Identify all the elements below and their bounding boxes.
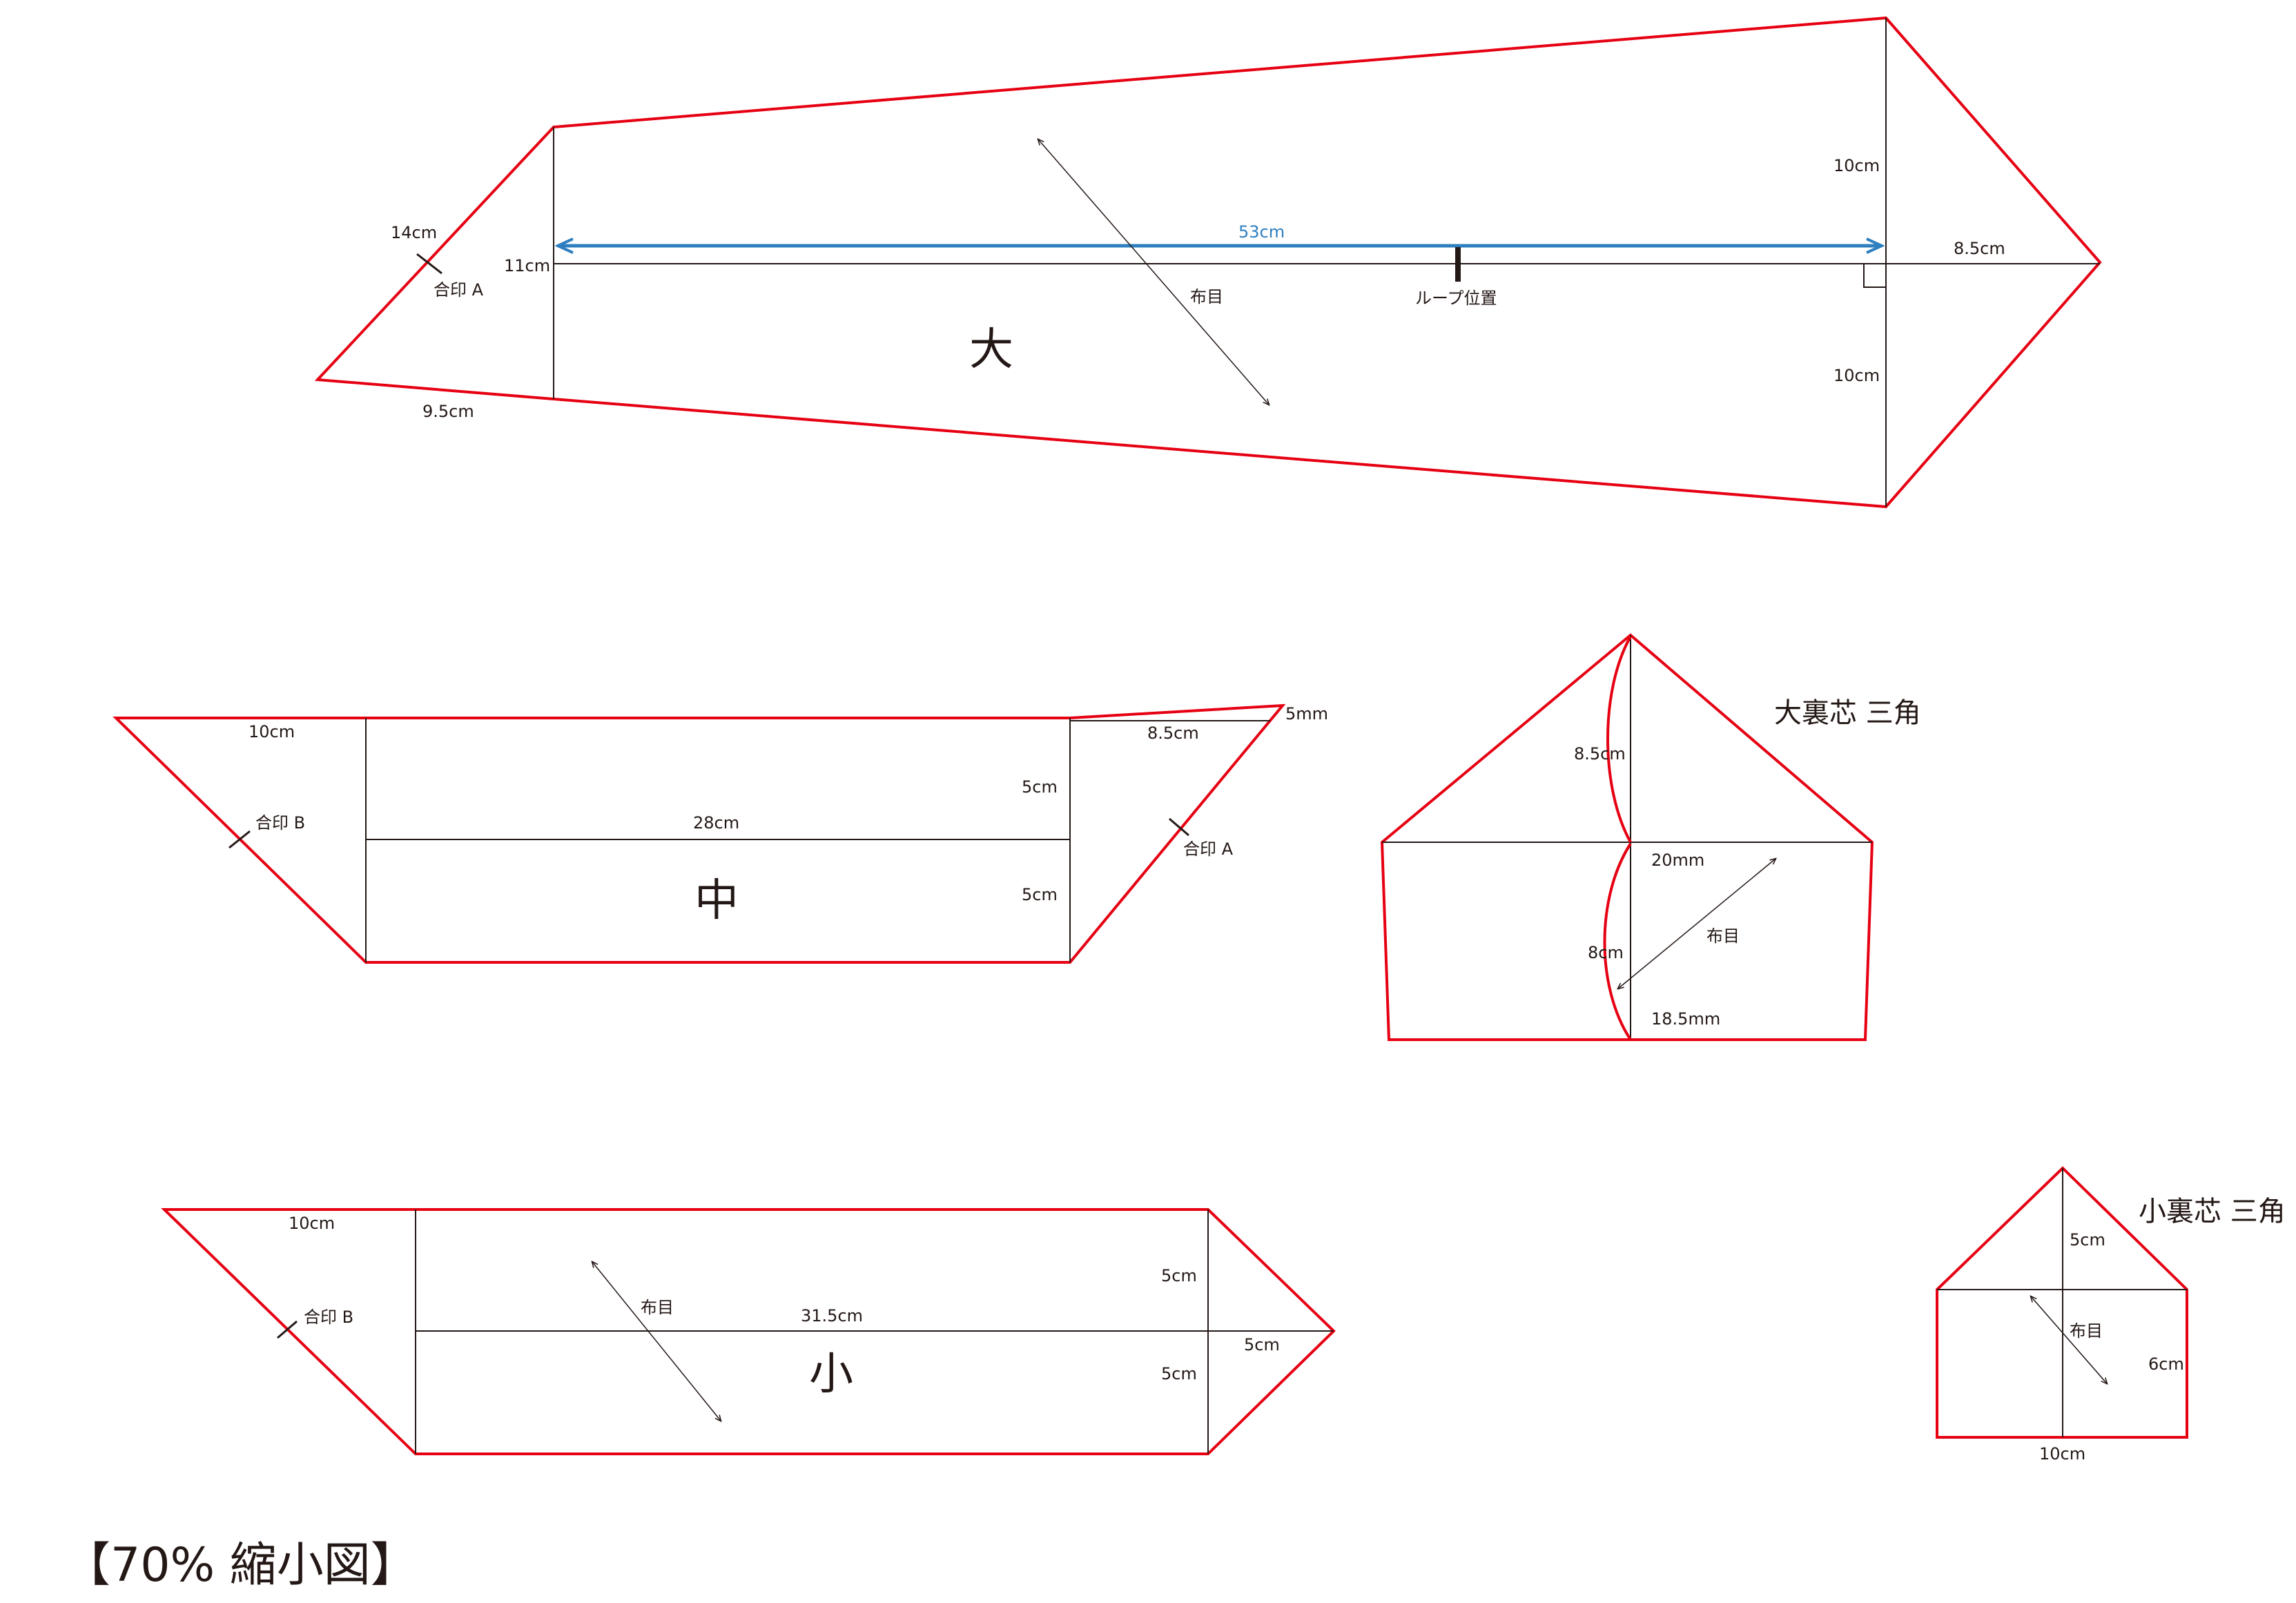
piece-large: 14cm 合印 A 11cm 9.5cm 53cm 布目 ループ位置 大 10c… — [314, 16, 2102, 509]
large-notch-mark — [416, 253, 442, 275]
large-interfacing-curve-lower — [1603, 842, 1632, 1041]
large-dim-8-5: 8.5cm — [1954, 239, 2005, 258]
piece-small-interfacing: 5cm 布目 6cm 10cm 小裏芯 三角 — [1936, 1166, 2286, 1464]
piece-small: 10cm 合印 B 布目 31.5cm 小 5cm 5cm 5cm — [161, 1208, 1336, 1455]
medium-piece-name: 中 — [694, 875, 739, 926]
large-dim-11: 11cm — [504, 256, 550, 275]
medium-notch-a-mark — [1169, 817, 1189, 837]
small-piece-name: 小 — [809, 1349, 853, 1400]
large-interfacing-grain-label: 布目 — [1706, 926, 1740, 946]
large-piece-name: 大 — [969, 324, 1013, 376]
small-interfacing-grain-label: 布目 — [2070, 1321, 2103, 1341]
small-notch-mark — [277, 1320, 298, 1339]
medium-dim-5-top: 5cm — [1022, 777, 1058, 797]
small-dim-10: 10cm — [289, 1214, 335, 1233]
medium-dim-8-5: 8.5cm — [1147, 723, 1199, 743]
medium-outline — [113, 703, 1286, 964]
large-notch-label: 合印 A — [434, 280, 484, 300]
small-interfacing-dim-10: 10cm — [2039, 1444, 2085, 1464]
large-interfacing-dim-18-5mm: 18.5mm — [1651, 1009, 1720, 1029]
large-interfacing-dim-8: 8cm — [1588, 943, 1624, 962]
small-dim-5-top: 5cm — [1161, 1266, 1197, 1285]
large-dim-9-5: 9.5cm — [422, 402, 474, 421]
large-dim-10-bottom: 10cm — [1833, 366, 1880, 385]
large-dim-53: 53cm — [1238, 222, 1285, 242]
small-dim-5-bottom: 5cm — [1161, 1364, 1197, 1383]
small-interfacing-grain-arrow — [2031, 1296, 2107, 1383]
piece-large-interfacing: 8.5cm 20mm 布目 8cm 18.5mm 大裏芯 三角 — [1380, 633, 1921, 1041]
small-interfacing-title: 小裏芯 三角 — [2139, 1196, 2286, 1227]
small-notch-label: 合印 B — [304, 1308, 353, 1327]
medium-dim-10: 10cm — [249, 722, 295, 741]
large-interfacing-outline — [1380, 633, 1874, 1041]
medium-notch-b-label: 合印 B — [255, 813, 305, 833]
large-grain-label: 布目 — [1190, 287, 1223, 307]
medium-notch-a-label: 合印 A — [1183, 839, 1234, 859]
piece-medium: 10cm 合印 B 28cm 中 5cm 5cm 8.5cm 5mm 合印 A — [113, 703, 1328, 964]
small-outline — [161, 1208, 1336, 1455]
large-interfacing-title: 大裏芯 三角 — [1774, 697, 1921, 729]
page-title: 【70% 縮小図】 — [64, 1538, 418, 1593]
small-interfacing-dim-5: 5cm — [2070, 1230, 2105, 1250]
small-dim-31-5: 31.5cm — [801, 1306, 863, 1325]
large-interfacing-curve-upper — [1606, 636, 1632, 843]
small-grain-arrow — [592, 1262, 721, 1421]
small-grain-label: 布目 — [641, 1298, 674, 1317]
large-interfacing-dim-8-5: 8.5cm — [1574, 744, 1626, 764]
medium-notch-b-mark — [228, 830, 251, 849]
large-outline — [314, 16, 2102, 509]
medium-dim-28: 28cm — [693, 813, 739, 833]
small-dim-5-tip: 5cm — [1244, 1335, 1280, 1354]
medium-dim-5mm: 5mm — [1285, 704, 1328, 723]
large-right-angle-mark — [1863, 264, 1886, 288]
large-dim-14: 14cm — [391, 223, 437, 242]
large-grain-arrow — [1038, 139, 1269, 405]
large-dim-10-top: 10cm — [1833, 156, 1880, 175]
small-interfacing-dim-6: 6cm — [2148, 1354, 2184, 1374]
medium-dim-5-bottom: 5cm — [1022, 885, 1058, 904]
large-interfacing-dim-20mm: 20mm — [1651, 851, 1704, 870]
large-interfacing-grain-arrow — [1618, 859, 1775, 989]
large-loop-label: ループ位置 — [1415, 289, 1497, 308]
